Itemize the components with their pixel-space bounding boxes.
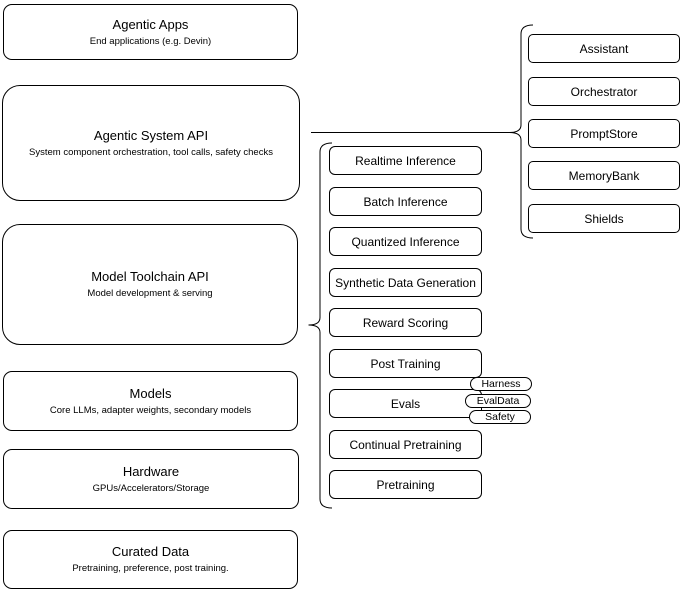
node-orchestrator: Orchestrator	[528, 77, 680, 106]
node-models: Models Core LLMs, adapter weights, secon…	[3, 371, 298, 431]
node-agentic-apps: Agentic Apps End applications (e.g. Devi…	[3, 4, 298, 60]
node-promptstore: PromptStore	[528, 119, 680, 148]
node-curated-data-title: Curated Data	[111, 544, 190, 559]
node-continual-pretraining-label: Continual Pretraining	[349, 437, 462, 452]
node-assistant-label: Assistant	[579, 41, 629, 56]
node-agentic-system-api: Agentic System API System component orch…	[2, 85, 300, 201]
tag-evaldata: EvalData	[465, 394, 531, 408]
tag-safety-label: Safety	[485, 411, 515, 423]
node-realtime-inference: Realtime Inference	[329, 146, 482, 175]
node-evals: Evals	[329, 389, 482, 418]
node-realtime-inference-label: Realtime Inference	[355, 153, 456, 168]
node-agentic-apps-subtitle: End applications (e.g. Devin)	[89, 35, 212, 47]
node-evals-label: Evals	[390, 396, 421, 411]
node-agentic-system-api-title: Agentic System API	[93, 127, 209, 143]
tag-harness-label: Harness	[481, 378, 521, 390]
node-models-title: Models	[129, 385, 172, 401]
node-model-toolchain-api-subtitle: Model development & serving	[87, 288, 213, 299]
node-curated-data: Curated Data Pretraining, preference, po…	[3, 530, 298, 589]
node-shields: Shields	[528, 204, 680, 233]
node-promptstore-label: PromptStore	[570, 126, 638, 141]
node-synthetic-data-generation-label: Synthetic Data Generation	[335, 275, 476, 290]
node-post-training: Post Training	[329, 349, 482, 378]
node-curated-data-subtitle: Pretraining, preference, post training.	[72, 563, 229, 574]
node-synthetic-data-generation: Synthetic Data Generation	[329, 268, 482, 297]
node-batch-inference: Batch Inference	[329, 187, 482, 216]
node-orchestrator-label: Orchestrator	[570, 84, 638, 99]
tag-safety: Safety	[469, 410, 531, 424]
node-model-toolchain-api: Model Toolchain API Model development & …	[2, 224, 298, 345]
node-quantized-inference: Quantized Inference	[329, 227, 482, 256]
node-model-toolchain-api-title: Model Toolchain API	[91, 269, 209, 284]
node-pretraining-label: Pretraining	[376, 477, 435, 492]
node-batch-inference-label: Batch Inference	[363, 194, 448, 209]
node-quantized-inference-label: Quantized Inference	[351, 234, 460, 249]
node-models-subtitle: Core LLMs, adapter weights, secondary mo…	[49, 404, 252, 416]
node-hardware: Hardware GPUs/Accelerators/Storage	[3, 449, 299, 509]
node-reward-scoring-label: Reward Scoring	[362, 315, 449, 330]
node-continual-pretraining: Continual Pretraining	[329, 430, 482, 459]
node-post-training-label: Post Training	[370, 356, 441, 371]
node-agentic-apps-title: Agentic Apps	[112, 16, 189, 32]
node-agentic-system-api-subtitle: System component orchestration, tool cal…	[29, 146, 273, 158]
node-memorybank-label: MemoryBank	[568, 168, 640, 183]
node-reward-scoring: Reward Scoring	[329, 308, 482, 337]
node-memorybank: MemoryBank	[528, 161, 680, 190]
tag-harness: Harness	[470, 377, 532, 391]
tag-evaldata-label: EvalData	[476, 395, 520, 407]
node-hardware-subtitle: GPUs/Accelerators/Storage	[92, 482, 210, 494]
node-shields-label: Shields	[584, 211, 624, 226]
node-assistant: Assistant	[528, 34, 680, 63]
node-hardware-title: Hardware	[122, 463, 180, 479]
node-pretraining: Pretraining	[329, 470, 482, 499]
